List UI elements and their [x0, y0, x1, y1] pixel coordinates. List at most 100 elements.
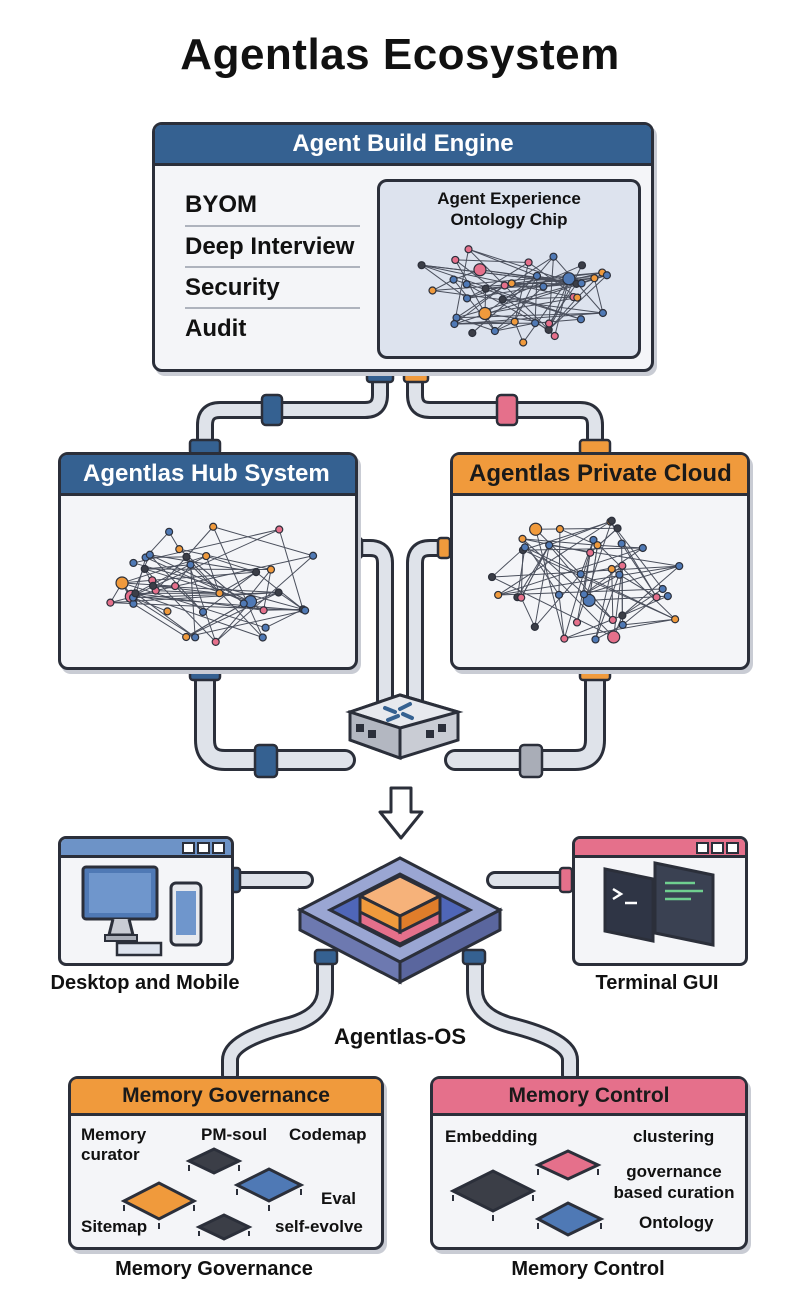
network-node	[266, 565, 276, 574]
network-edge	[558, 594, 565, 639]
network-node	[417, 261, 426, 270]
coupler-orange	[436, 536, 452, 560]
network-edge	[144, 568, 217, 643]
network-edge	[535, 528, 582, 575]
eval-label: Eval	[321, 1189, 356, 1208]
network-edge	[524, 546, 676, 620]
network-node	[186, 560, 195, 569]
memory-governance-caption: Memory Governance	[115, 1258, 313, 1280]
network-edge	[548, 283, 577, 324]
network-edge	[484, 297, 578, 314]
network-edge	[520, 597, 536, 628]
network-edge	[558, 529, 561, 595]
memory-control-panel: Memory Control Embedding clustering gove…	[430, 1076, 748, 1250]
network-edge	[144, 568, 271, 571]
network-node	[478, 306, 492, 321]
network-edge	[186, 556, 217, 643]
memory-governance-panel: Memory Governance Memory curator PM-soul…	[68, 1076, 384, 1250]
window-button	[726, 842, 739, 854]
network-edge	[453, 249, 470, 325]
network-edge	[622, 596, 657, 626]
network-edge	[534, 275, 538, 324]
network-edge	[622, 588, 663, 616]
network-edge	[421, 264, 582, 320]
network-node	[115, 576, 129, 590]
coupler-blue	[260, 393, 284, 427]
down-arrow-icon	[378, 786, 424, 840]
network-edge	[536, 256, 554, 277]
network-edge	[522, 549, 676, 620]
network-node	[481, 284, 490, 293]
network-edge	[278, 592, 304, 610]
network-node	[171, 581, 180, 591]
network-node	[675, 561, 684, 571]
cloud-network-graphic	[487, 516, 684, 644]
network-edge	[619, 574, 657, 598]
network-node	[617, 539, 626, 548]
network-node	[450, 319, 459, 329]
network-node	[148, 581, 158, 590]
network-edge	[215, 601, 251, 643]
network-node	[607, 630, 621, 644]
network-node	[258, 633, 267, 642]
network-node	[468, 328, 477, 338]
network-node	[191, 633, 200, 642]
window-button	[696, 842, 709, 854]
network-edge	[491, 565, 680, 578]
network-edge	[121, 582, 266, 629]
network-edge	[186, 526, 214, 558]
network-edge	[621, 543, 623, 616]
network-node	[518, 534, 527, 543]
network-node	[545, 541, 554, 550]
network-node	[498, 295, 507, 304]
network-edge	[549, 544, 680, 567]
network-node	[579, 590, 589, 599]
network-edge	[455, 259, 529, 263]
window-button	[182, 842, 195, 854]
network-node	[554, 590, 564, 599]
network-node	[598, 308, 608, 318]
network-edge	[133, 591, 279, 599]
network-edge	[610, 521, 664, 590]
network-node	[615, 570, 624, 579]
terminal-icon	[603, 861, 715, 947]
network-node	[530, 318, 540, 328]
coupler-pink	[495, 393, 519, 427]
memory-control-caption: Memory Control	[511, 1258, 665, 1280]
coupler-gray	[518, 743, 544, 779]
network-node	[239, 599, 248, 608]
network-node	[520, 543, 530, 552]
network-node	[591, 635, 600, 644]
divider	[185, 266, 360, 268]
private-cloud-header: Agentlas Private Cloud	[469, 460, 732, 487]
network-node	[608, 615, 617, 625]
network-node	[106, 598, 115, 607]
network-node	[487, 572, 497, 582]
network-edge	[514, 262, 530, 322]
network-node	[251, 568, 261, 577]
network-edge	[205, 555, 220, 594]
network-node	[618, 620, 627, 629]
network-edge	[122, 582, 176, 587]
network-edge	[468, 248, 556, 337]
sitemap-label: Sitemap	[81, 1217, 148, 1236]
network-node	[507, 279, 516, 288]
network-node	[451, 255, 460, 265]
network-node	[602, 271, 612, 280]
memory-governance-header: Memory Governance	[122, 1084, 330, 1107]
network-node	[593, 541, 602, 550]
network-edge	[535, 529, 565, 639]
hub-system-header: Agentlas Hub System	[83, 460, 330, 487]
menu-item-audit: Audit	[185, 315, 247, 342]
network-node	[573, 293, 582, 302]
network-edge	[135, 592, 263, 638]
network-node	[544, 319, 554, 328]
network-edge	[593, 278, 604, 314]
coupler-blue	[461, 948, 487, 966]
network-edge	[548, 274, 608, 331]
network-edge	[185, 603, 244, 638]
network-edge	[186, 556, 264, 638]
network-node	[274, 588, 283, 597]
network-edge	[610, 521, 658, 598]
network-node	[494, 590, 503, 600]
